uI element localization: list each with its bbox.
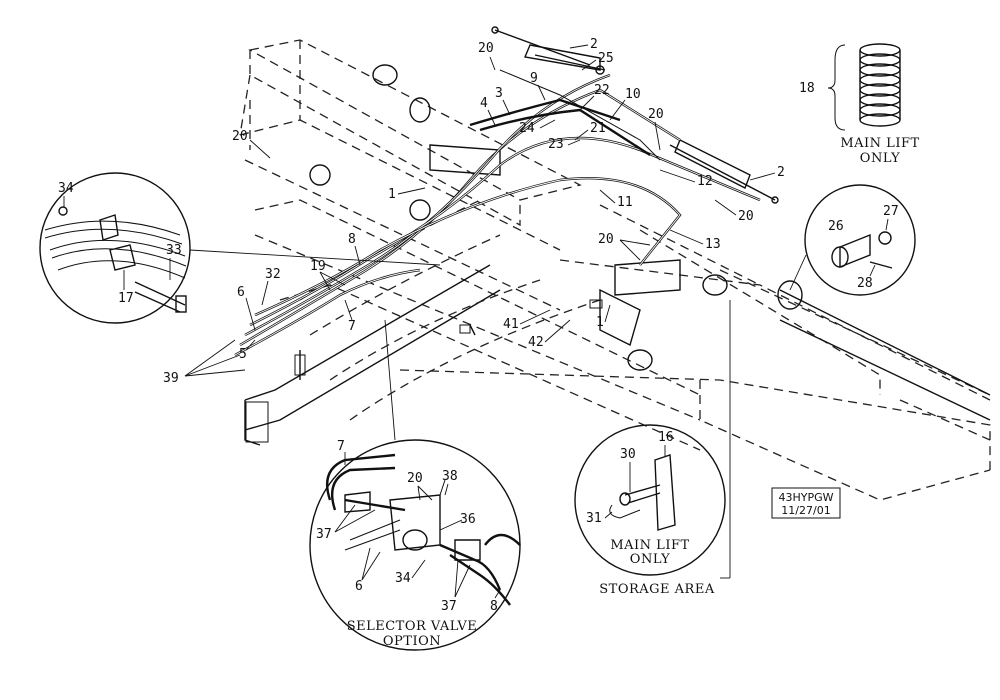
- callout-23: 23: [548, 137, 564, 152]
- callout-38: 38: [442, 469, 458, 484]
- callout-20-a: 20: [478, 41, 494, 56]
- callout-19: 19: [310, 259, 326, 274]
- selector-caption-line-2: OPTION: [383, 634, 441, 649]
- storage-area-label: STORAGE AREA: [599, 582, 715, 597]
- gauge-wheel-brackets: [294, 64, 803, 380]
- callout-20-d: 20: [232, 129, 248, 144]
- callout-1-right: 1: [596, 315, 604, 330]
- callout-3: 3: [495, 86, 503, 101]
- hydraulic-hoses: [234, 69, 761, 357]
- callout-24: 24: [519, 121, 535, 136]
- callout-9: 9: [530, 71, 538, 86]
- callout-20-e: 20: [598, 232, 614, 247]
- callout-37-upper: 37: [316, 527, 332, 542]
- callout-8-detail: 8: [490, 599, 498, 614]
- callout-37-lower: 37: [441, 599, 457, 614]
- detail-clamp-assembly: 34 33 17: [39, 172, 441, 324]
- callout-36: 36: [460, 512, 476, 527]
- detail-storage-pin: 16 30 31 MAIN LIFT ONLY: [574, 424, 726, 576]
- detail-pin-assembly: 26 27 28: [789, 184, 916, 296]
- callout-11: 11: [617, 195, 633, 210]
- hydraulic-cylinder-right: [669, 139, 779, 204]
- hydraulic-cylinder-top: [491, 26, 606, 75]
- callout-34-clamp: 34: [58, 181, 74, 196]
- callout-16: 16: [658, 430, 674, 445]
- callout-22: 22: [594, 83, 610, 98]
- callout-12: 12: [697, 174, 713, 189]
- callout-13: 13: [705, 237, 721, 252]
- callout-30: 30: [620, 447, 636, 462]
- lift-weight-stack: 18 MAIN LIFT ONLY: [799, 43, 919, 166]
- stamp-date: 11/27/01: [781, 504, 830, 517]
- callout-6-detail: 6: [355, 579, 363, 594]
- callout-18: 18: [799, 81, 815, 96]
- callout-10: 10: [625, 87, 641, 102]
- hydraulic-cylinder-center: [429, 144, 681, 296]
- callout-39: 39: [163, 371, 179, 386]
- selector-caption-line-1: SELECTOR VALVE: [347, 619, 478, 634]
- storage-detail-caption-line-2: ONLY: [630, 552, 670, 567]
- callout-27: 27: [883, 204, 899, 219]
- callout-8-top: 8: [348, 232, 356, 247]
- drawing-stamp: 43HYPGW 11/27/01: [771, 487, 841, 519]
- callout-2-right: 2: [777, 165, 785, 180]
- callout-20-c: 20: [738, 209, 754, 224]
- callout-4: 4: [480, 96, 488, 111]
- callout-21: 21: [590, 121, 606, 136]
- callout-41: 41: [503, 317, 519, 332]
- callout-20-b: 20: [648, 107, 664, 122]
- callout-33: 33: [166, 243, 182, 258]
- part-callouts: 2 25 20 9 3 4 22 10 24 21 23 20 2 12 11 …: [163, 37, 785, 579]
- callout-26: 26: [828, 219, 844, 234]
- callout-32: 32: [265, 267, 281, 282]
- callout-7-detail: 7: [337, 439, 345, 454]
- callout-31: 31: [586, 511, 602, 526]
- callout-2-top: 2: [590, 37, 598, 52]
- callout-28: 28: [857, 276, 873, 291]
- callout-20-f: 20: [407, 471, 423, 486]
- implement-frame: [239, 39, 991, 501]
- callout-6-top: 6: [237, 285, 245, 300]
- weights-caption-line-2: ONLY: [860, 151, 900, 166]
- detail-selector-valve: 7 20 38 37 36 6 34 37 8 SELECTOR VALVE O…: [309, 319, 521, 651]
- callout-25: 25: [598, 51, 614, 66]
- callout-5: 5: [239, 347, 247, 362]
- weights-caption-line-1: MAIN LIFT: [840, 136, 919, 151]
- callout-34-valve: 34: [395, 571, 411, 586]
- stamp-code: 43HYPGW: [778, 491, 833, 504]
- storage-detail-caption-line-1: MAIN LIFT: [610, 538, 689, 553]
- callout-42: 42: [528, 335, 544, 350]
- callout-7-top: 7: [348, 319, 356, 334]
- callout-1-left: 1: [388, 187, 396, 202]
- callout-17: 17: [118, 291, 134, 306]
